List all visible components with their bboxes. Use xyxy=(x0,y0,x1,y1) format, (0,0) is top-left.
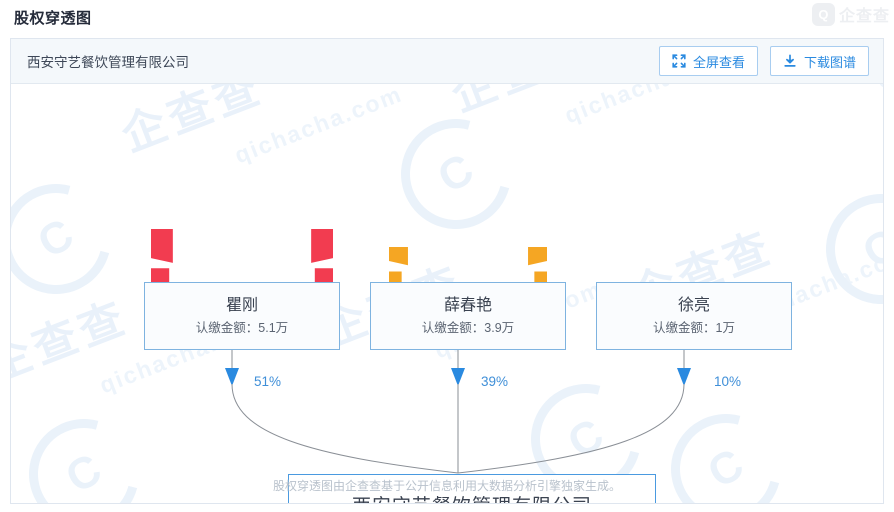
shareholder-node[interactable]: 薛春艳 认缴金额：3.9万 xyxy=(370,282,566,350)
equity-chart-card: 西安守艺餐饮管理有限公司 全屏查看 xyxy=(10,38,884,504)
page-title: 股权穿透图 xyxy=(14,9,92,27)
equity-penetration-chart: 企查查 qichacha.com 企查查 qichacha.com 企查查 qi… xyxy=(11,84,883,503)
shareholder-amount: 认缴金额：5.1万 xyxy=(195,321,289,335)
link-arrow-0 xyxy=(225,368,239,386)
link-curve-0 xyxy=(231,383,459,474)
header-actions: 全屏查看 下载图谱 xyxy=(658,46,869,76)
download-icon xyxy=(783,54,797,68)
ownership-percent-label: 39% xyxy=(481,374,509,389)
download-chart-button-label: 下载图谱 xyxy=(803,54,856,70)
link-curve-2 xyxy=(457,383,685,474)
shareholder-node[interactable]: 瞿刚 认缴金额：5.1万 xyxy=(144,282,340,350)
fullscreen-view-button-label: 全屏查看 xyxy=(692,54,745,70)
download-chart-button[interactable]: 下载图谱 xyxy=(769,46,869,76)
link-arrow-1 xyxy=(451,368,465,386)
ownership-percent-label: 10% xyxy=(714,374,742,389)
company-node[interactable]: 西安守艺餐饮管理有限公司 xyxy=(288,474,656,503)
link-arrow-2 xyxy=(677,368,691,386)
shareholder-name: 薛春艳 xyxy=(443,297,492,314)
shareholder-name: 瞿刚 xyxy=(225,297,258,314)
shareholder-amount: 认缴金额：1万 xyxy=(653,321,735,335)
card-header: 西安守艺餐饮管理有限公司 全屏查看 xyxy=(11,39,883,84)
card-company-name: 西安守艺餐饮管理有限公司 xyxy=(27,55,189,70)
ownership-percent-label: 51% xyxy=(254,374,282,389)
page-title-bar: 股权穿透图 xyxy=(0,0,894,34)
chart-footnote: 股权穿透图由企查查基于公开信息利用大数据分析引擎独家生成。 xyxy=(272,479,621,493)
shareholder-amount: 认缴金额：3.9万 xyxy=(421,321,515,335)
fullscreen-icon xyxy=(672,54,686,68)
fullscreen-view-button[interactable]: 全屏查看 xyxy=(658,46,758,76)
shareholder-node[interactable]: 徐亮 认缴金额：1万 xyxy=(596,282,792,350)
shareholder-name: 徐亮 xyxy=(677,297,710,314)
company-node-name: 西安守艺餐饮管理有限公司 xyxy=(352,495,592,503)
ownership-link-lines xyxy=(225,350,691,474)
